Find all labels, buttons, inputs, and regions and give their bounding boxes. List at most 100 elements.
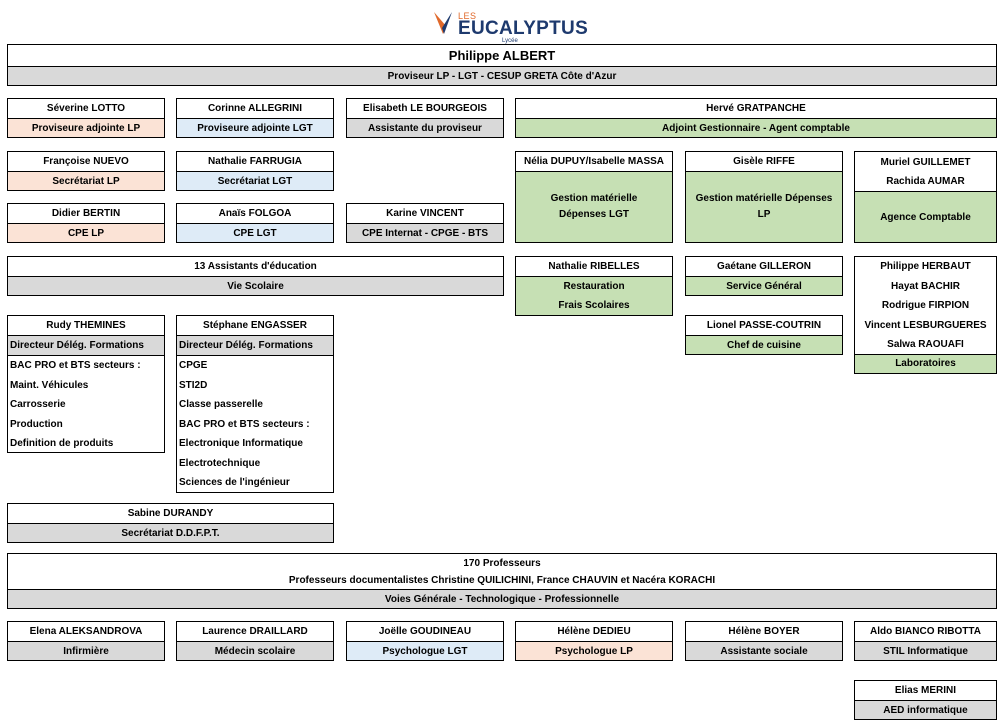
card-engasser: Stéphane ENGASSER Directeur Délég. Forma…: [176, 315, 334, 493]
card-name: Karine VINCENT: [347, 204, 503, 224]
card-name: Séverine LOTTO: [8, 99, 164, 119]
card-name: Nathalie RIBELLES: [516, 257, 672, 277]
formation-item: Maint. Véhicules: [8, 375, 164, 395]
card-name: Hélène BOYER: [686, 622, 842, 642]
formation-item: Electronique Informatique: [177, 434, 333, 454]
card-passe-coutrin: Lionel PASSE-COUTRIN Chef de cuisine: [685, 315, 843, 355]
card-role: Proviseure adjointe LGT: [177, 119, 333, 137]
card-lotto: Séverine LOTTO Proviseure adjointe LP: [7, 98, 165, 138]
card-name: Gisèle RIFFE: [686, 152, 842, 172]
card-role: Psychologue LP: [516, 642, 672, 660]
card-name: Rachida AUMAR: [855, 172, 996, 192]
card-role: Directeur Délég. Formations: [8, 336, 164, 356]
card-name: Hayat BACHIR: [855, 276, 996, 296]
card-role: CPE Internat - CPGE - BTS: [347, 224, 503, 242]
card-name: Joëlle GOUDINEAU: [347, 622, 503, 642]
card-nuevo: Françoise NUEVO Secrétariat LP: [7, 151, 165, 191]
card-dedieu: Hélène DEDIEU Psychologue LP: [515, 621, 673, 661]
card-role: Agence Comptable: [855, 192, 996, 242]
card-farrugia: Nathalie FARRUGIA Secrétariat LGT: [176, 151, 334, 191]
formation-item: BAC PRO et BTS secteurs :: [8, 356, 164, 376]
card-role: Gestion matérielle Dépenses LP: [686, 172, 842, 242]
card-role: Voies Générale - Technologique - Profess…: [8, 590, 996, 608]
card-name: Stéphane ENGASSER: [177, 316, 333, 336]
card-role: Secrétariat LP: [8, 172, 164, 190]
card-role: Gestion matérielle Dépenses LGT: [516, 172, 672, 242]
card-gilleron: Gaétane GILLERON Service Général: [685, 256, 843, 296]
formation-item: Carrosserie: [8, 395, 164, 415]
logo-subtitle: Lycée: [502, 38, 518, 44]
card-role: Médecin scolaire: [177, 642, 333, 660]
card-name: Salwa RAOUAFI: [855, 335, 996, 355]
card-vincent: Karine VINCENT CPE Internat - CPGE - BTS: [346, 203, 504, 243]
formation-item: STI2D: [177, 375, 333, 395]
formation-item: Definition de produits: [8, 434, 164, 452]
card-name: Anaïs FOLGOA: [177, 204, 333, 224]
formation-item: Classe passerelle: [177, 395, 333, 415]
card-name: Vincent LESBURGUERES: [855, 315, 996, 335]
card-role: CPE LGT: [177, 224, 333, 242]
formation-item: CPGE: [177, 356, 333, 376]
card-role: Chef de cuisine: [686, 336, 842, 354]
card-name: Hélène DEDIEU: [516, 622, 672, 642]
card-name: Aldo BIANCO RIBOTTA: [855, 622, 996, 642]
card-goudineau: Joëlle GOUDINEAU Psychologue LGT: [346, 621, 504, 661]
card-role: CPE LP: [8, 224, 164, 242]
card-lebourgeois: Elisabeth LE BOURGEOIS Assistante du pro…: [346, 98, 504, 138]
card-proviseur: Philippe ALBERT Proviseur LP - LGT - CES…: [7, 44, 997, 86]
card-dupuy: Nélia DUPUY/Isabelle MASSA Gestion matér…: [515, 151, 673, 243]
card-name: Didier BERTIN: [8, 204, 164, 224]
card-draillard: Laurence DRAILLARD Médecin scolaire: [176, 621, 334, 661]
card-role: STIL Informatique: [855, 642, 996, 660]
card-name: Nathalie FARRUGIA: [177, 152, 333, 172]
card-name: 170 Professeurs: [8, 554, 996, 572]
card-bianco: Aldo BIANCO RIBOTTA STIL Informatique: [854, 621, 997, 661]
card-folgoa: Anaïs FOLGOA CPE LGT: [176, 203, 334, 243]
card-role: Assistante sociale: [686, 642, 842, 660]
card-name: Françoise NUEVO: [8, 152, 164, 172]
card-name: Philippe HERBAUT: [855, 257, 996, 277]
card-allegrini: Corinne ALLEGRINI Proviseure adjointe LG…: [176, 98, 334, 138]
card-role: Adjoint Gestionnaire - Agent comptable: [516, 119, 996, 137]
card-bertin: Didier BERTIN CPE LP: [7, 203, 165, 243]
card-guillemet: Muriel GUILLEMET Rachida AUMAR Agence Co…: [854, 151, 997, 243]
card-role: Proviseure adjointe LP: [8, 119, 164, 137]
card-gratpanche: Hervé GRATPANCHE Adjoint Gestionnaire - …: [515, 98, 997, 138]
card-name: Corinne ALLEGRINI: [177, 99, 333, 119]
card-name: Elias MERINI: [855, 681, 996, 701]
eucalyptus-leaf-icon: [434, 12, 452, 34]
card-subtitle: Professeurs documentalistes Christine QU…: [8, 572, 996, 590]
card-merini: Elias MERINI AED informatique: [854, 680, 997, 720]
card-professeurs: 170 Professeurs Professeurs documentalis…: [7, 553, 997, 609]
card-role: Vie Scolaire: [8, 277, 503, 295]
card-name: Elisabeth LE BOURGEOIS: [347, 99, 503, 119]
card-name: Laurence DRAILLARD: [177, 622, 333, 642]
formation-item: BAC PRO et BTS secteurs :: [177, 414, 333, 434]
card-name: Muriel GUILLEMET: [855, 152, 996, 172]
card-boyer: Hélène BOYER Assistante sociale: [685, 621, 843, 661]
card-aleksandrova: Elena ALEKSANDROVA Infirmière: [7, 621, 165, 661]
card-role: Directeur Délég. Formations: [177, 336, 333, 356]
card-name: Rudy THEMINES: [8, 316, 164, 336]
school-logo: LES EUCALYPTUS Lycée: [430, 8, 588, 44]
logo-les: LES: [458, 11, 477, 21]
card-role: Secrétariat LGT: [177, 172, 333, 190]
card-themines: Rudy THEMINES Directeur Délég. Formation…: [7, 315, 165, 453]
card-name: Rodrigue FIRPION: [855, 296, 996, 316]
logo-name: EUCALYPTUS: [458, 18, 589, 39]
formation-item: Sciences de l'ingénieur: [177, 473, 333, 492]
card-ribelles: Nathalie RIBELLES Restauration Frais Sco…: [515, 256, 673, 316]
formation-item: Production: [8, 414, 164, 434]
card-name: 13 Assistants d'éducation: [8, 257, 503, 277]
card-durandy: Sabine DURANDY Secrétariat D.D.F.P.T.: [7, 503, 334, 543]
card-name: Sabine DURANDY: [8, 504, 333, 524]
card-role: Service Général: [686, 277, 842, 295]
card-role: Psychologue LGT: [347, 642, 503, 660]
card-role: Laboratoires: [855, 354, 996, 373]
card-name: Hervé GRATPANCHE: [516, 99, 996, 119]
card-laboratoires: Philippe HERBAUT Hayat BACHIR Rodrigue F…: [854, 256, 997, 374]
card-name: Nélia DUPUY/Isabelle MASSA: [516, 152, 672, 172]
card-name: Lionel PASSE-COUTRIN: [686, 316, 842, 336]
card-role: Infirmière: [8, 642, 164, 660]
card-name: Elena ALEKSANDROVA: [8, 622, 164, 642]
